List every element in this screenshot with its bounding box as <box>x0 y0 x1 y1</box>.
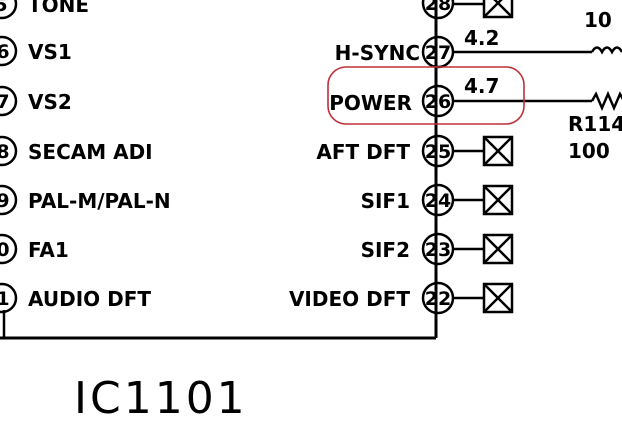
right-pin-27: H-SYNC 27 4.2 <box>335 26 592 69</box>
pin-label: SIF2 <box>361 238 410 262</box>
resistor-ref: R114 <box>568 112 622 136</box>
pin-label: AUDIO DFT <box>28 287 151 311</box>
right-pin-25: AFT DFT 25 <box>316 134 514 168</box>
pin-number: 7 <box>0 91 10 113</box>
pin-number: 24 <box>425 190 451 212</box>
pin-circle <box>0 135 18 167</box>
highlight-box <box>327 66 525 125</box>
pin-label: H-SYNC <box>335 41 420 65</box>
no-connect-icon <box>482 282 514 314</box>
no-connect-icon <box>482 135 514 167</box>
pin-number: 1 <box>0 288 10 310</box>
left-pin-5: 5 TONE <box>0 0 89 20</box>
pin-number: 25 <box>425 141 451 163</box>
right-pin-26: POWER 26 4.7 <box>329 74 592 118</box>
no-connect-icon <box>482 184 514 216</box>
pin-label: POWER <box>329 91 412 115</box>
left-pin-6: 6 VS1 <box>0 35 72 67</box>
resistor-value: 100 <box>568 139 610 163</box>
pin-number: 5 <box>0 0 8 16</box>
pin-label: SECAM ADI <box>28 140 153 164</box>
pin-label: PAL-M/PAL-N <box>28 189 171 213</box>
ic-label: IC1101 <box>74 373 248 424</box>
right-pin-24: SIF1 24 <box>361 183 514 217</box>
pin-number: 6 <box>0 41 10 63</box>
pin-label: AFT DFT <box>316 140 410 164</box>
pin-circle <box>0 35 18 67</box>
pin-circle <box>0 233 18 265</box>
pin-label: VS1 <box>28 40 72 64</box>
pin-label: VIDEO DFT <box>289 287 410 311</box>
pin-label: FA1 <box>28 238 69 262</box>
top-component-value: 10 <box>584 8 612 32</box>
pin-number: 9 <box>0 190 10 212</box>
pin-number: 26 <box>425 91 451 113</box>
inductor-icon <box>590 46 622 55</box>
pin-label: VS2 <box>28 90 72 114</box>
pin-label: TONE <box>28 0 89 17</box>
no-connect-icon <box>482 233 514 265</box>
pin-circle <box>0 282 18 314</box>
pin-circle <box>0 0 18 20</box>
left-pin-8: 8 SECAM ADI <box>0 135 153 167</box>
pin-circle <box>0 184 18 216</box>
pin-number: 28 <box>425 0 451 15</box>
pin-label: SIF1 <box>361 189 410 213</box>
no-connect-icon <box>482 0 514 19</box>
wire-value: 4.7 <box>464 74 499 98</box>
right-pin-23: SIF2 23 <box>361 232 514 266</box>
right-pin-22: VIDEO DFT 22 <box>289 281 514 315</box>
left-pin-10: 0 FA1 <box>0 233 69 265</box>
pin-circle <box>0 85 18 117</box>
pin-number: 22 <box>425 288 451 310</box>
left-pin-9: 9 PAL-M/PAL-N <box>0 184 171 216</box>
pin-number: 8 <box>0 141 10 163</box>
resistor-icon <box>590 90 622 112</box>
left-pin-7: 7 VS2 <box>0 85 72 117</box>
wire-value: 4.2 <box>464 26 499 50</box>
pin-number: 27 <box>425 42 451 64</box>
pin-number: 23 <box>425 239 451 261</box>
pin-number: 0 <box>0 239 10 261</box>
left-pin-11: 1 AUDIO DFT <box>0 282 151 314</box>
right-pin-28: 28 <box>421 0 514 20</box>
